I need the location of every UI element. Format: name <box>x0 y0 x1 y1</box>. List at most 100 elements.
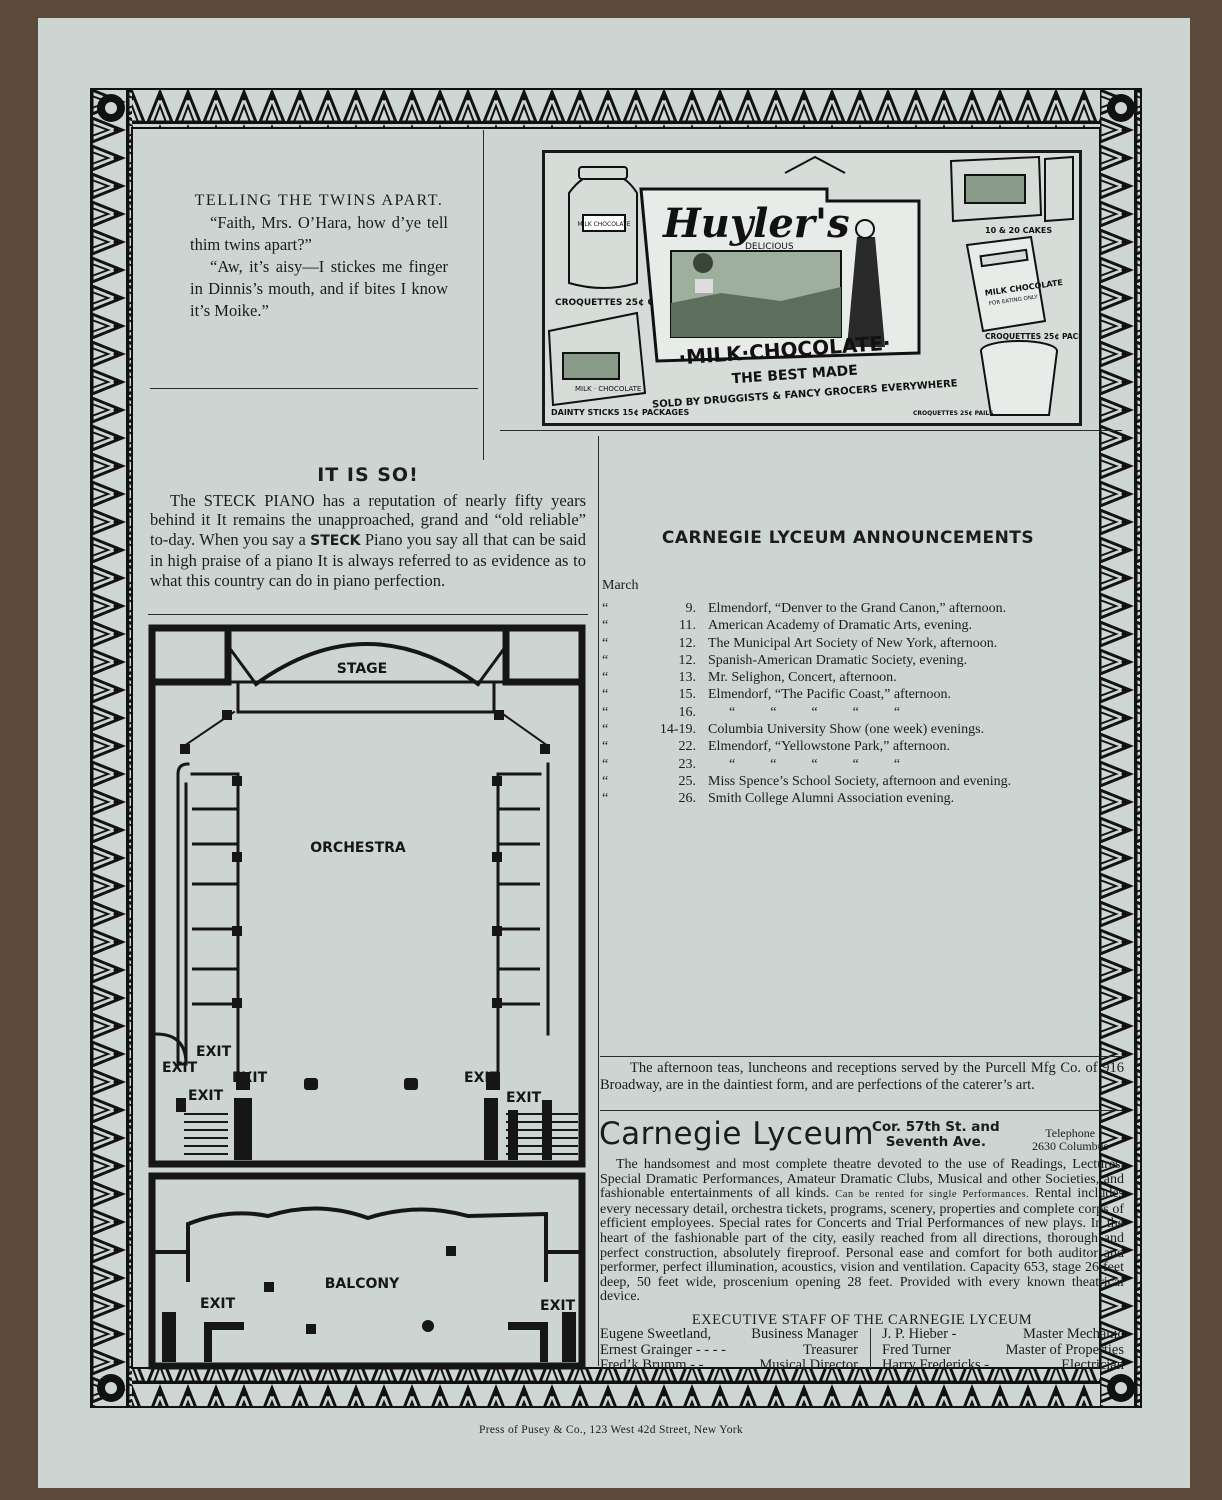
announcement-item: “9.Elmendorf, “Denver to the Grand Canon… <box>602 600 1122 617</box>
exit-label: EXIT <box>232 1070 268 1086</box>
staff-row: Harry Fredericks - Electrician <box>882 1357 1124 1374</box>
steck-body-part-2: Piano you say all that can be said in hi… <box>150 529 586 590</box>
staff-name: J. P. Hieber - <box>882 1326 957 1342</box>
staff-title: EXECUTIVE STAFF OF THE CARNEGIE LYCEUM <box>691 1312 1033 1328</box>
balcony-label: BALCONY <box>325 1276 400 1292</box>
announcement-event: Elmendorf, “The Pacific Coast,” afternoo… <box>708 687 951 703</box>
staff-row: J. P. Hieber - Master Mechanic <box>882 1326 1124 1343</box>
staff-row: Fred’k Brumm - - Musical Director <box>600 1357 858 1374</box>
announcement-item: “ 16. “ “ “ “ “ <box>602 704 1122 721</box>
ditto-mark: “ <box>602 652 609 668</box>
stage-label: STAGE <box>337 661 387 677</box>
twins-para-2: “Aw, it’s aisy—I stickes me finger in Di… <box>190 257 448 320</box>
cakes-text: 10 & 20 CAKES <box>985 226 1052 235</box>
orchestra-label: ORCHESTRA <box>310 840 406 856</box>
lyceum-address-line-2: Seventh Ave. <box>885 1134 986 1150</box>
ditto-mark: “ <box>602 756 609 772</box>
announcement-event: Elmendorf, “Yellowstone Park,” afternoon… <box>708 739 950 755</box>
announcement-event: Spanish-American Dramatic Society, eveni… <box>708 652 968 668</box>
announcement-event: The Municipal Art Society of New York, a… <box>708 635 998 651</box>
announcement-day: 11. <box>679 618 696 634</box>
ditto-mark: “ <box>602 722 609 738</box>
announcement-event: Miss Spence’s School Society, afternoon … <box>708 773 1012 789</box>
staff-role: Master of Properties <box>1005 1341 1124 1358</box>
exit-label: EXIT <box>540 1298 576 1314</box>
divider-ann-bottom <box>600 1056 1124 1057</box>
announcement-event: Columbia University Show (one week) even… <box>708 722 985 738</box>
lyceum-title: Carnegie Lyceum <box>599 1116 875 1152</box>
purcell-teas-notice: The afternoon teas, luncheons and recept… <box>600 1060 1124 1093</box>
divider-teas-bottom <box>600 1110 1124 1111</box>
divider-staff-vertical <box>870 1328 871 1370</box>
announcement-day: 26. <box>678 791 697 807</box>
steck-body-part-1: The STECK PIANO has a reputation of near… <box>150 490 586 549</box>
croquettes-cans-text: CROQUETTES 25¢ CANS <box>555 298 675 308</box>
lyceum-description-smallcaps: Can be rented for single Performances. <box>835 1189 1030 1201</box>
lyceum-telephone-label: Telephone <box>1045 1126 1096 1140</box>
staff-name: Ernest Grainger - - - - <box>600 1341 727 1358</box>
staff-role: Master Mechanic <box>1022 1326 1124 1342</box>
staff-role: Business Manager <box>751 1326 858 1342</box>
announcement-event: American Academy of Dramatic Arts, eveni… <box>708 618 972 634</box>
lyceum-address-line-1: Cor. 57th St. and <box>872 1119 1000 1135</box>
huyler-brand-logo: Huyler's <box>662 200 850 247</box>
ditto-mark: “ <box>602 601 609 616</box>
lyceum-description: The handsomest and most complete theatre… <box>600 1157 1124 1305</box>
central-label-panel <box>639 155 921 363</box>
announcement-item: “11.American Academy of Dramatic Arts, e… <box>602 617 1122 634</box>
twins-joke: TELLING THE TWINS APART. “Faith, Mrs. O’… <box>190 190 448 322</box>
steck-piano-ad: IT IS SO! The STECK PIANO has a reputati… <box>150 465 586 591</box>
announcement-item: “14-19.Columbia University Show (one wee… <box>602 721 1122 738</box>
lyceum-description-part-1: The handsomest and most complete theatre… <box>600 1157 1124 1202</box>
sticks-box-illustration <box>547 311 647 407</box>
staff-name: Fred’k Brumm - - <box>600 1357 704 1373</box>
announcement-item: “ 12. Spanish-American Dramatic Society, e… <box>602 652 1122 669</box>
staff-name: Harry Fredericks - <box>882 1357 990 1373</box>
lyceum-description-part-2: Rental includes every necessary detail, … <box>600 1186 1124 1305</box>
announcement-day: 16. <box>678 704 697 720</box>
ditto-mark: “ <box>602 687 609 703</box>
announcement-day: 15. <box>678 687 697 703</box>
staff-row: Ernest Grainger - - - - Treasurer <box>600 1341 858 1359</box>
staff-list-right: J. P. Hieber - Master Mechanic Fred Turne… <box>882 1326 1124 1374</box>
ditto-mark: “ <box>602 791 609 807</box>
dainty-sticks-text: DAINTY STICKS 15¢ PACKAGES <box>551 408 689 417</box>
ditto-mark: “ <box>602 670 609 686</box>
huyler-advertisement: MILK CHOCOLATE CROQUETTES 25¢ CANS MILK … <box>542 150 1082 426</box>
announcement-event: Elmendorf, “Denver to the Grand Canon,” … <box>708 601 1007 616</box>
delicious-text: DELICIOUS <box>745 242 794 252</box>
balcony-floor-plan: BALCONY EXIT EXIT <box>148 1172 586 1370</box>
announcements-title: CARNEGIE LYCEUM ANNOUNCEMENTS <box>661 528 1035 548</box>
staff-role: Electrician <box>1061 1357 1124 1373</box>
announcement-day: 12. <box>678 652 697 668</box>
cakes-package-illustration <box>949 155 1074 223</box>
announcement-item: “23. “ “ “ “ “ <box>602 756 1122 773</box>
announcement-day: 22. <box>678 739 697 755</box>
ditto-mark: “ <box>602 773 609 789</box>
divider-ad-bottom <box>500 430 1122 431</box>
staff-row: Fred Turner Master of Properties <box>882 1341 1124 1359</box>
announcement-item: “12.The Municipal Art Society of New Yor… <box>602 635 1122 652</box>
staff-role: Musical Director <box>759 1357 858 1373</box>
croquettes-pails-text: CROQUETTES 25¢ PAILS <box>913 410 994 417</box>
lyceum-telephone: Telephone 2630 Columbus <box>1032 1127 1108 1153</box>
staff-name: Fred Turner <box>882 1341 951 1358</box>
exit-label: EXIT <box>464 1070 500 1086</box>
lyceum-address: Cor. 57th St. and Seventh Ave. <box>872 1120 1000 1150</box>
exit-label: EXIT <box>200 1296 236 1312</box>
divider-vertical-top <box>483 130 484 460</box>
ditto-mark: “ <box>602 635 609 651</box>
divider-vertical-middle <box>598 436 599 1366</box>
ditto-mark: “ <box>602 704 609 720</box>
orchestra-floor-plan: STAGE ORCHESTRA EXIT EXIT EXIT EXIT EXIT… <box>148 624 586 1169</box>
announcement-event: Mr. Selighon, Concert, afternoon. <box>708 670 897 686</box>
staff-list-left: Eugene Sweetland,Business Manager Ernest… <box>600 1326 858 1374</box>
tin-illustration <box>965 235 1047 333</box>
staff-role: Treasurer <box>802 1341 858 1358</box>
divider-twins-bottom <box>150 388 478 389</box>
exit-label: EXIT <box>162 1060 198 1076</box>
steck-body: The STECK PIANO has a reputation of near… <box>150 491 586 591</box>
announcement-event: “ “ “ “ “ <box>708 756 901 772</box>
printer-imprint: Press of Pusey & Co., 123 West 42d Stree… <box>479 1424 743 1436</box>
announcement-event: “ “ “ “ “ <box>708 704 901 720</box>
